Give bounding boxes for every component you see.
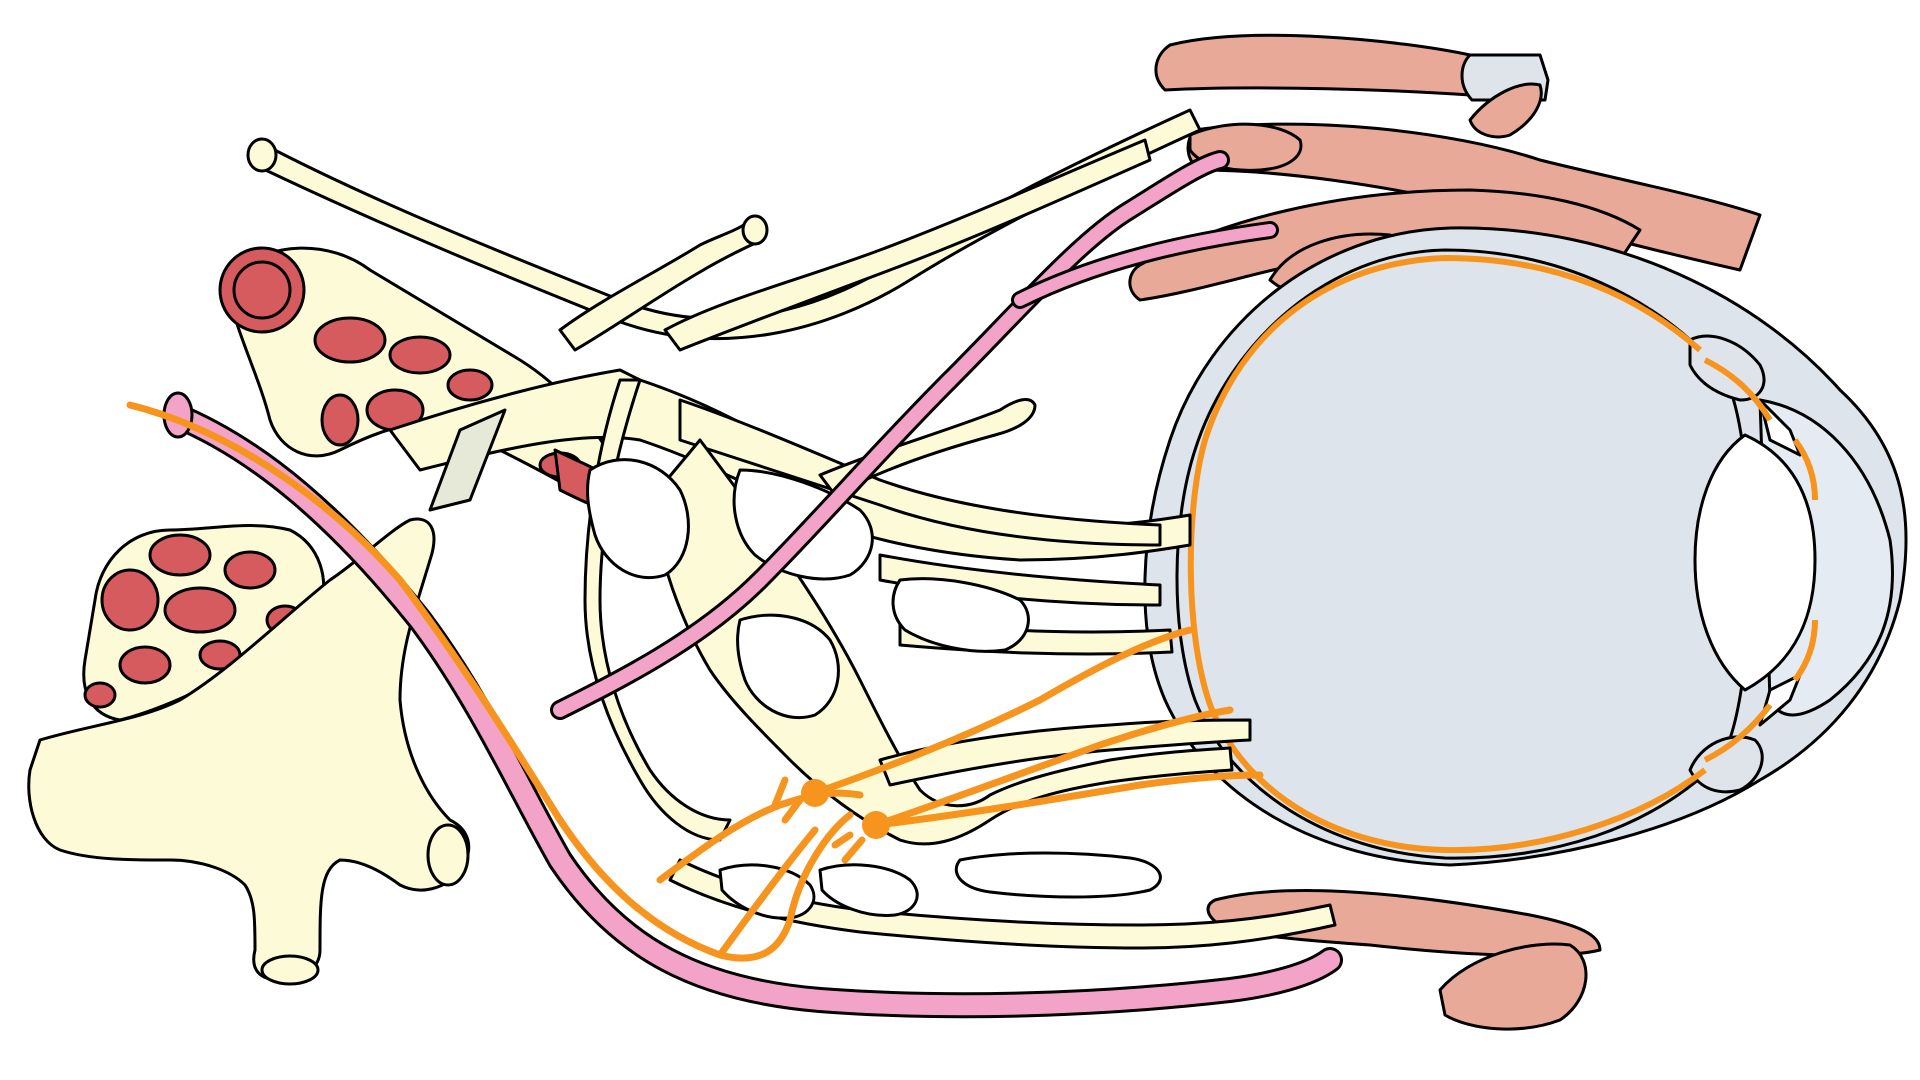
vessel-lower-1 bbox=[148, 533, 212, 577]
eyeball bbox=[1143, 226, 1908, 867]
vessel-sinus-5 bbox=[320, 393, 360, 447]
mesh-hole-4 bbox=[891, 577, 1030, 653]
ganglion-synapse-fork-1 bbox=[771, 776, 804, 824]
short-ciliary-nerve-4 bbox=[716, 826, 819, 959]
iris-upper bbox=[1758, 398, 1802, 457]
ciliary-orange-upper bbox=[1703, 357, 1773, 422]
oculomotor-superior-branch bbox=[678, 398, 1162, 547]
nerve-to-superior-rectus bbox=[663, 138, 1152, 352]
ciliary-orange-front-upper bbox=[1792, 438, 1818, 501]
inferior-oblique-muscle bbox=[1438, 942, 1588, 1031]
sympathetic-branch-up-fill bbox=[553, 153, 1227, 717]
vessel-lower-3 bbox=[163, 586, 237, 634]
ciliary-orange-lower bbox=[1703, 703, 1773, 763]
nerve-mesh-central bbox=[648, 438, 1234, 846]
vessel-lower-5 bbox=[118, 645, 172, 685]
mesh-hole-1 bbox=[586, 458, 690, 580]
vascular-plexus-lower bbox=[82, 524, 326, 722]
carotid-segment bbox=[428, 408, 507, 512]
sympathetic-branch-lateral-fill bbox=[1014, 224, 1276, 306]
trochlea-muscle bbox=[1468, 82, 1543, 139]
mesh-hole-3 bbox=[736, 613, 840, 720]
lens bbox=[1693, 433, 1817, 692]
parasympathetic-to-ganglion bbox=[656, 789, 864, 884]
trigeminal-ganglion bbox=[27, 517, 471, 986]
ciliary-body-upper bbox=[1688, 334, 1766, 402]
vessel-lower-8 bbox=[83, 681, 117, 709]
parasympathetic-main bbox=[126, 401, 854, 962]
vessel-lower-2 bbox=[100, 568, 160, 632]
ciliary-orange-front-lower bbox=[1792, 619, 1818, 682]
choroid-orange-line bbox=[1187, 254, 1707, 854]
short-ciliary-nerve-3 bbox=[872, 771, 1264, 829]
parasympathetic-pathway bbox=[126, 401, 1264, 962]
inferior-muscle-group bbox=[1206, 889, 1602, 1031]
short-ciliary-nerve-2 bbox=[872, 706, 1234, 829]
nerve-branch-lower-1 bbox=[878, 718, 1252, 787]
vessel-sinus-2 bbox=[388, 335, 452, 375]
vessel-lumen-large bbox=[218, 246, 306, 334]
levator-muscle bbox=[1154, 33, 1547, 97]
vessel-sinus-1 bbox=[313, 316, 387, 364]
frontal-nerve-cut-end bbox=[246, 137, 278, 173]
ganglion-cut-end-right bbox=[426, 823, 470, 887]
vessel-lower-4 bbox=[223, 550, 277, 590]
sympathetic-pathway bbox=[162, 150, 1343, 1019]
vessel-lumen-inner bbox=[232, 260, 292, 320]
short-ciliary-nerve-1 bbox=[811, 626, 1194, 797]
mesh-hole-7 bbox=[954, 851, 1162, 899]
vessel-sinus-4 bbox=[446, 368, 494, 402]
mesh-hole-6 bbox=[818, 863, 919, 917]
ganglion-synapse-fork-2 bbox=[831, 831, 866, 864]
sympathetic-main-trunk-fill bbox=[165, 405, 1340, 1016]
short-branch-top-end bbox=[741, 214, 769, 246]
ganglion-body bbox=[27, 517, 471, 982]
ciliary-body-lower bbox=[1688, 735, 1764, 794]
ganglion-cut-end-bottom bbox=[260, 954, 320, 986]
